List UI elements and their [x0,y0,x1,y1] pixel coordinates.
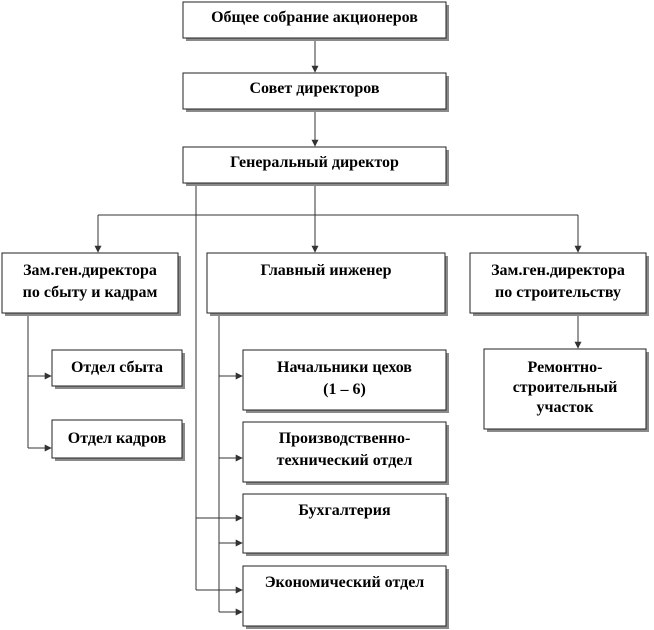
box-label-line: Отдел кадров [68,430,167,447]
box-frame [206,252,446,314]
box-label-line: Экономический отдел [265,574,425,591]
box-label-line: Производственно- [279,430,411,447]
box-label-line: Главный инженер [260,262,391,279]
connectors [27,38,582,616]
box-frame [182,146,447,184]
box-label-line: Отдел сбыта [71,359,163,376]
box-chief-engineer: Главный инженер [206,252,448,316]
box-repair-construction-site: Ремонтно-строительный участок [483,348,649,432]
box-general-director: Генеральный директор [182,146,449,186]
box-shareholders-meeting: Общее собрание акционеров [182,1,449,41]
box-frame [182,72,447,110]
box-label-line: участок [537,399,595,416]
box-label-line: Зам.ген.директора [491,262,625,279]
box-frame [51,419,183,459]
box-label-line: Генеральный директор [230,154,399,171]
box-label-line: строительный [513,379,618,396]
box-economic-department: Экономический отдел [242,565,449,629]
box-label-line: Начальники цехов [277,359,412,376]
box-frame [242,349,447,411]
box-label-line: Бухгалтерия [298,502,391,519]
box-deputy-sales-hr: Зам.ген.директора по сбыту и кадрам [1,252,181,316]
box-deputy-construction: Зам.ген.директора по строительству [469,252,649,316]
box-production-technical-department: Производственно-технический отдел [242,421,449,485]
box-hr-department: Отдел кадров [51,419,185,461]
box-frame [182,1,447,39]
box-label-line: Зам.ген.директора [23,262,157,279]
box-frame [1,252,179,314]
box-label-line: Общее собрание акционеров [211,9,418,26]
box-frame [242,565,447,627]
box-board-of-directors: Совет директоров [182,72,449,112]
box-label-line: Ремонтно- [528,359,603,376]
box-label-line: Совет директоров [249,80,379,97]
box-frame [483,348,647,430]
box-label-line: по строительству [495,284,621,301]
box-frame [242,421,447,483]
box-frame [242,493,447,554]
box-shop-heads: Начальники цехов (1 – 6) [242,349,449,413]
box-frame [469,252,647,314]
box-accounting: Бухгалтерия [242,493,449,556]
box-label-line: технический отдел [277,452,413,469]
box-label-line: по сбыту и кадрам [23,284,158,301]
box-label-line: (1 – 6) [323,381,366,398]
box-sales-department: Отдел сбыта [51,349,185,389]
box-frame [51,349,183,387]
